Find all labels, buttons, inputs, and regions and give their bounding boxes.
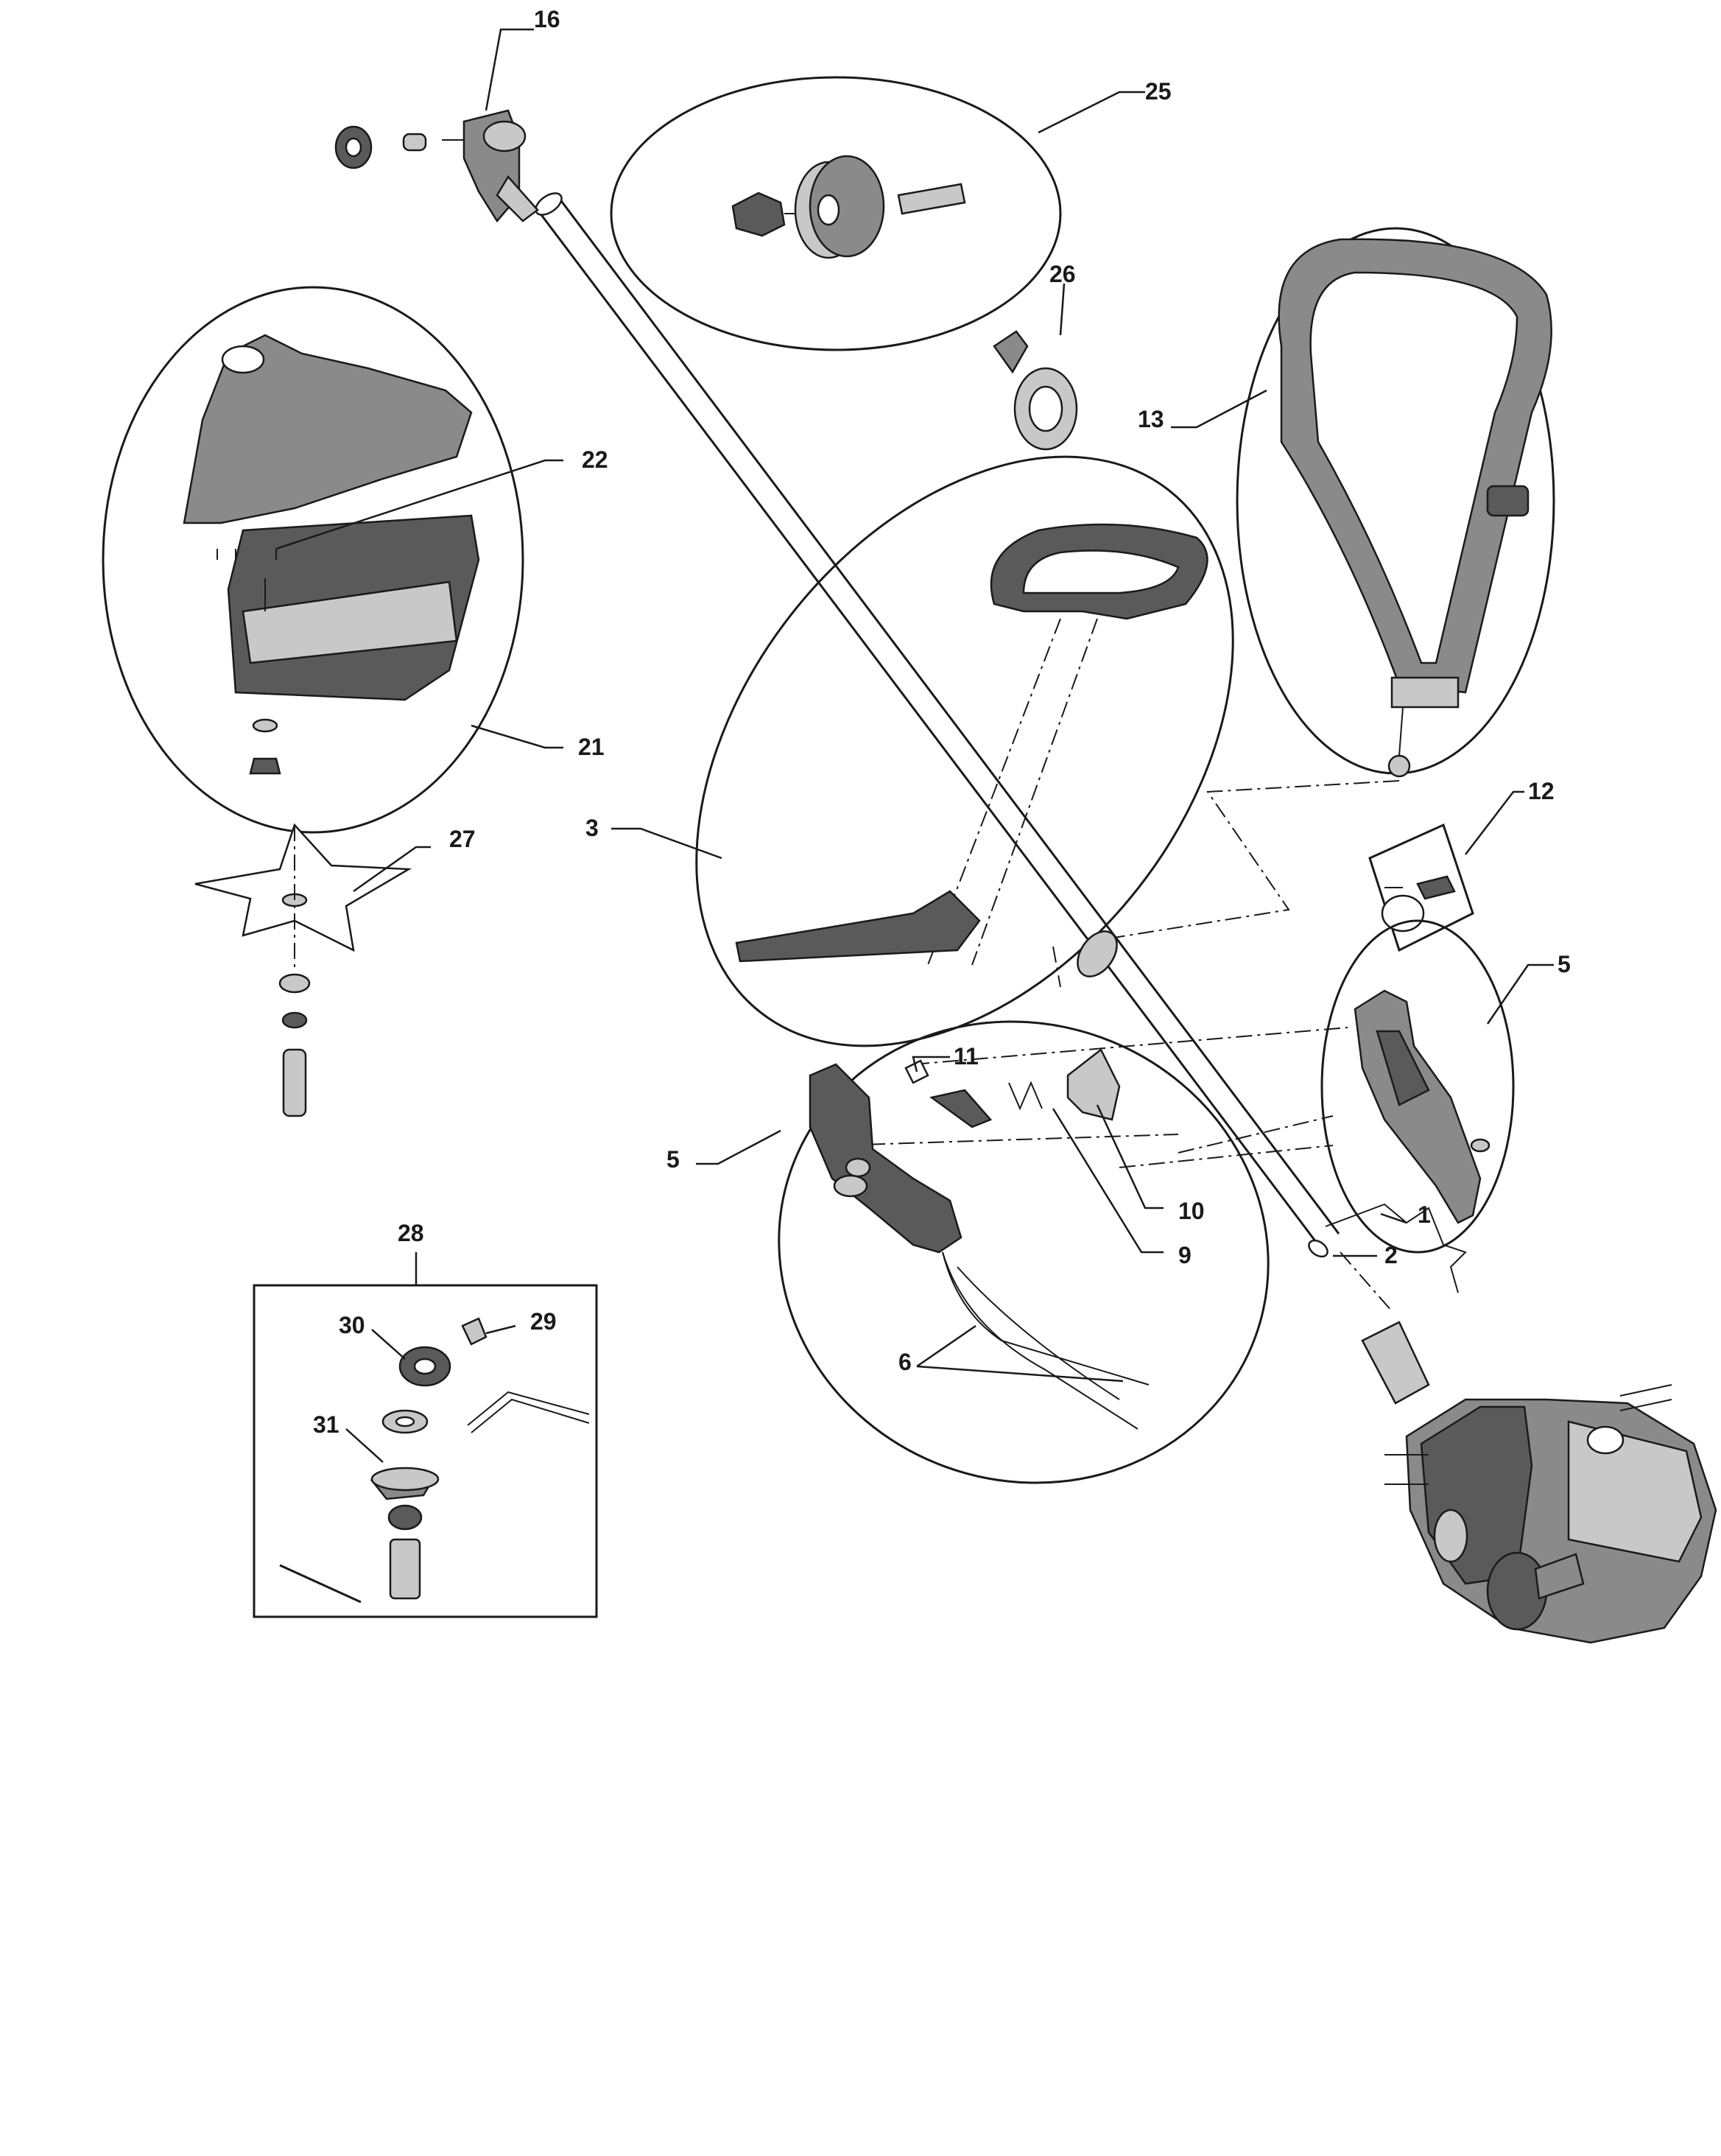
guard-group bbox=[102, 286, 524, 834]
callout-16: 16 bbox=[534, 6, 560, 32]
trimmer-head-group bbox=[610, 76, 1062, 351]
callout-2: 2 bbox=[1384, 1242, 1398, 1268]
callout-3: 3 bbox=[585, 815, 599, 841]
callout-1: 1 bbox=[1418, 1201, 1431, 1228]
callout-21: 21 bbox=[578, 734, 605, 760]
engine-assembly bbox=[1340, 1251, 1717, 1644]
callout-9: 9 bbox=[1178, 1242, 1192, 1268]
throttle-handle-group bbox=[778, 1020, 1270, 1484]
callout-5-left: 5 bbox=[666, 1146, 680, 1173]
callout-25: 25 bbox=[1145, 78, 1172, 105]
brush-blade-stack bbox=[194, 823, 412, 1117]
shoulder-harness bbox=[1236, 227, 1555, 778]
callout-28: 28 bbox=[398, 1220, 424, 1246]
callout-12: 12 bbox=[1528, 778, 1555, 804]
callout-29: 29 bbox=[530, 1308, 557, 1335]
callout-22: 22 bbox=[582, 446, 608, 473]
assembly-guide-lines bbox=[839, 780, 1400, 1168]
rear-handle-half-right bbox=[1320, 919, 1515, 1254]
spool-cover-part bbox=[993, 330, 1078, 451]
shaft-end-coupling bbox=[1308, 1203, 1467, 1293]
callout-13: 13 bbox=[1138, 406, 1164, 432]
drive-shaft-tube bbox=[535, 192, 1340, 1246]
callout-31: 31 bbox=[313, 1411, 339, 1438]
callout-6: 6 bbox=[898, 1349, 912, 1375]
strap-clip-part bbox=[1368, 823, 1474, 952]
callout-leaders bbox=[275, 28, 1554, 1463]
loop-handle-group bbox=[695, 455, 1234, 1047]
gear-head-assembly bbox=[334, 109, 539, 223]
callout-10: 10 bbox=[1178, 1198, 1205, 1224]
tool-kit-box bbox=[253, 1284, 598, 1618]
callout-labels: 16 25 26 13 22 21 27 3 12 5 11 10 9 5 1 … bbox=[313, 6, 1571, 1438]
callout-11: 11 bbox=[954, 1043, 979, 1070]
callout-5-right: 5 bbox=[1558, 951, 1571, 977]
callout-26: 26 bbox=[1049, 261, 1076, 287]
callout-27: 27 bbox=[449, 826, 476, 852]
callout-30: 30 bbox=[339, 1312, 365, 1338]
shaft-clamp bbox=[1077, 930, 1118, 977]
